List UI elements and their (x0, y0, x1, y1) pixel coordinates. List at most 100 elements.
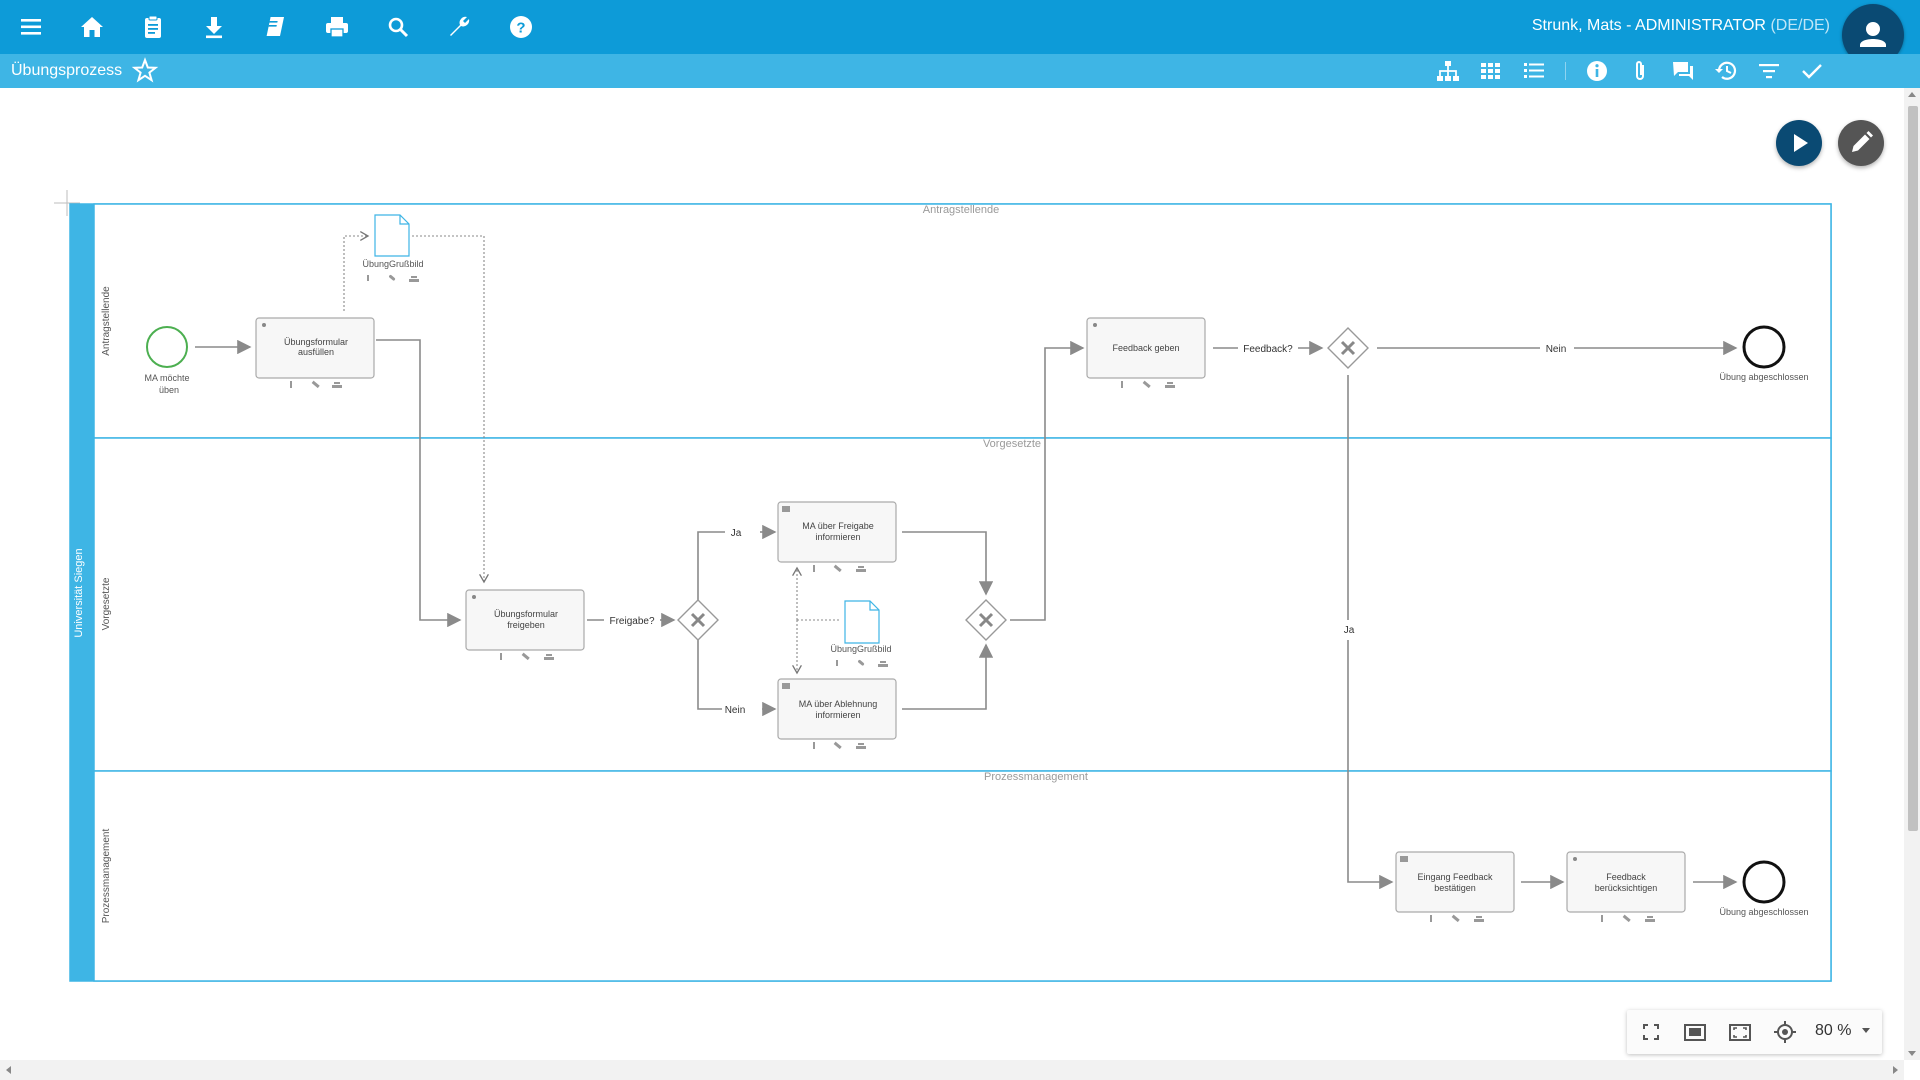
task-label: Feedback geben (1112, 343, 1179, 353)
pencil-icon (1852, 131, 1873, 152)
lane-vorgesetzte[interactable]: Vorgesetzte Vorgesetzte (93, 437, 1832, 772)
gateway-feedback[interactable] (1327, 327, 1369, 369)
task-uebungsformular-ausfuellen[interactable]: Übungsformular ausfüllen (255, 317, 375, 389)
lane-title: Vorgesetzte (983, 438, 1041, 450)
attachment-icon[interactable] (1626, 57, 1654, 85)
org-chart-icon[interactable] (1434, 57, 1462, 85)
chevron-down-icon (1861, 1028, 1870, 1034)
task-eingang-feedback-bestaetigen[interactable]: Eingang Feedback bestätigen (1395, 851, 1515, 923)
bpmn-diagram: Universität Siegen Antragstellende Antra… (54, 190, 1832, 982)
fit-selection-icon[interactable] (1726, 1018, 1754, 1046)
hierarchy-icon[interactable] (880, 661, 886, 663)
search-icon[interactable] (381, 10, 415, 44)
end-event[interactable]: Übung abgeschlossen (1719, 860, 1809, 917)
data-object-label: ÜbungGrußbild (830, 644, 891, 654)
user-info[interactable]: Strunk, Mats - ADMINISTRATOR (DE/DE) (1532, 17, 1830, 35)
message-task-icon (782, 683, 790, 689)
help-icon[interactable]: ? (504, 10, 538, 44)
zoom-level-select[interactable]: 80 % (1815, 1022, 1870, 1040)
info-icon[interactable] (367, 275, 369, 281)
book-icon[interactable] (258, 10, 292, 44)
data-object[interactable]: ÜbungGrußbild (362, 214, 424, 282)
start-event[interactable]: MA möchte üben (144, 326, 190, 395)
end-event-label: Übung abgeschlossen (1719, 907, 1808, 917)
lane-title: Prozessmanagement (984, 771, 1088, 783)
clipboard-icon[interactable] (136, 10, 170, 44)
scroll-right-arrow[interactable] (1893, 1066, 1898, 1074)
hierarchy-icon[interactable] (411, 276, 417, 278)
page-title: Übungsprozess (11, 62, 123, 79)
history-icon[interactable] (1712, 57, 1740, 85)
data-associations (343, 231, 840, 675)
task-ma-ueber-freigabe-informieren[interactable]: MA über Freigabe informieren (777, 501, 897, 573)
data-object[interactable]: ÜbungGrußbild (830, 600, 892, 667)
message-task-icon (1400, 856, 1408, 862)
corner-handle[interactable] (54, 190, 80, 216)
info-icon[interactable] (836, 660, 838, 666)
start-process-button[interactable] (1776, 120, 1822, 166)
task-label: informieren (815, 710, 860, 720)
task-feedback-beruecksichtigen[interactable]: Feedback berücksichtigen (1566, 851, 1686, 923)
user-name: Strunk, Mats - ADMINISTRATOR (1531, 17, 1766, 34)
sequence-flows (195, 339, 1738, 890)
lane-prozessmanagement[interactable]: Prozessmanagement Prozessmanagement (93, 770, 1832, 982)
task-label: freigeben (507, 620, 545, 630)
menu-icon[interactable] (14, 10, 48, 44)
zoom-level: 80 % (1815, 1022, 1852, 1039)
zoom-toolbar: 80 % (1627, 1010, 1882, 1054)
lane-side-label: Prozessmanagement (101, 829, 112, 924)
task-feedback-geben[interactable]: Feedback geben (1086, 317, 1206, 389)
lane-title: Antragstellende (923, 204, 999, 216)
process-title-bar: Übungsprozess (0, 54, 1920, 88)
grid-icon[interactable] (1477, 57, 1505, 85)
download-icon[interactable] (197, 10, 231, 44)
home-icon[interactable] (75, 10, 109, 44)
data-object-label: ÜbungGrußbild (362, 259, 423, 269)
lane-side-label: Vorgesetzte (101, 577, 112, 630)
attachment-icon[interactable] (857, 659, 865, 666)
filter-icon[interactable] (1755, 57, 1783, 85)
edit-process-button[interactable] (1838, 120, 1884, 166)
attachment-icon[interactable] (388, 274, 396, 281)
task-label: ausfüllen (298, 347, 334, 357)
user-icon (1860, 22, 1886, 47)
task-label: Eingang Feedback (1417, 872, 1493, 882)
task-label: Feedback (1606, 872, 1646, 882)
print-icon[interactable] (320, 10, 354, 44)
fullscreen-icon[interactable] (1637, 1018, 1665, 1046)
info-icon[interactable] (1583, 57, 1611, 85)
gateway-freigabe[interactable] (677, 599, 719, 641)
start-event-label: MA möchte (144, 373, 189, 383)
task-label: informieren (815, 532, 860, 542)
flow-label: Nein (1546, 344, 1567, 355)
end-event[interactable]: Übung abgeschlossen (1719, 325, 1809, 382)
list-icon[interactable] (1520, 57, 1548, 85)
flow-label: Nein (725, 705, 746, 716)
gateway-join[interactable] (965, 599, 1007, 641)
start-event-label: üben (159, 385, 179, 395)
vertical-scrollbar[interactable] (1904, 88, 1920, 1060)
gateway-label: Feedback? (1243, 344, 1293, 355)
task-label: MA über Freigabe (802, 521, 874, 531)
user-task-icon (1573, 857, 1577, 861)
scrollbar-thumb[interactable] (1908, 106, 1918, 831)
diagram-canvas[interactable]: Universität Siegen Antragstellende Antra… (0, 88, 1904, 1060)
scroll-left-arrow[interactable] (6, 1066, 11, 1074)
task-uebungsformular-freigeben[interactable]: Übungsformular freigeben (465, 589, 585, 661)
scroll-down-arrow[interactable] (1908, 1051, 1916, 1056)
favorite-star-icon[interactable] (130, 56, 160, 86)
horizontal-scrollbar[interactable] (0, 1060, 1904, 1080)
task-label: Übungsformular (284, 337, 348, 347)
task-label: bestätigen (1434, 883, 1476, 893)
comments-icon[interactable] (1669, 57, 1697, 85)
gateway-label: Freigabe? (609, 616, 654, 627)
message-task-icon (782, 506, 790, 512)
task-ma-ueber-ablehnung-informieren[interactable]: MA über Ablehnung informieren (777, 678, 897, 750)
pool-label-bar[interactable] (70, 204, 94, 981)
wrench-icon[interactable] (442, 10, 476, 44)
fit-page-icon[interactable] (1681, 1018, 1709, 1046)
check-icon[interactable] (1798, 57, 1826, 85)
scroll-up-arrow[interactable] (1908, 92, 1916, 97)
task-label: Übungsformular (494, 609, 558, 619)
center-icon[interactable] (1771, 1018, 1799, 1046)
